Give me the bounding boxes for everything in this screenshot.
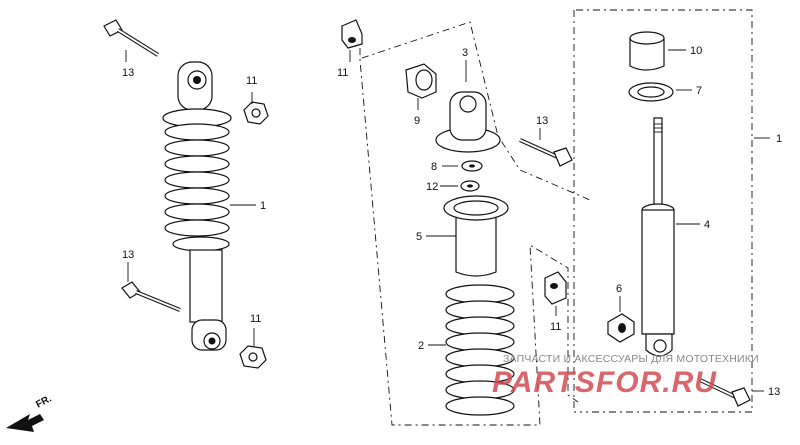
bushing-10 [629, 31, 665, 71]
bushing-6 [607, 313, 635, 343]
callout-9: 9 [414, 115, 420, 127]
callout-11-center-top: 11 [337, 67, 348, 79]
nut-11-bottom-left [239, 345, 267, 369]
front-direction-arrow-icon [6, 414, 44, 432]
callout-5: 5 [416, 231, 422, 243]
callout-13-center: 13 [536, 115, 548, 127]
bolt-13-center [519, 138, 573, 167]
callout-1-left: 1 [260, 200, 266, 212]
spring-coils-left [164, 123, 230, 237]
washer-12 [460, 180, 480, 192]
nut-11-center-mid [544, 271, 567, 305]
callout-13-top-left: 13 [122, 67, 134, 79]
callout-6: 6 [616, 283, 622, 295]
callout-2: 2 [418, 340, 424, 352]
group-boundary-center [359, 48, 579, 426]
bolt-13-top-left [103, 19, 160, 57]
spring-2 [445, 284, 515, 416]
washer-7 [628, 82, 674, 102]
callout-3: 3 [462, 47, 468, 59]
damper-4 [641, 117, 675, 357]
callout-11-bottom-left: 11 [250, 313, 261, 325]
bolt-13-mid-left [121, 281, 181, 312]
nut-11-center-top [341, 19, 363, 49]
callout-13-bottom-right: 13 [768, 386, 780, 398]
callout-11-center-mid: 11 [550, 321, 561, 333]
callout-4: 4 [704, 219, 710, 231]
front-direction-label: FR. [34, 393, 54, 410]
dust-cover-5 [443, 195, 509, 277]
callout-11-top-left: 11 [246, 75, 257, 87]
nut-11-top-left [243, 101, 269, 125]
bushing-9 [405, 63, 437, 99]
group-boundary-right [573, 10, 578, 413]
watermark-logo: PARTSFOR.RU [492, 366, 717, 399]
bolt-13-bottom-right [699, 378, 751, 407]
callout-8: 8 [431, 161, 437, 173]
callout-7: 7 [696, 85, 702, 97]
watermark-caption: ЗАПЧАСТИ И АКСЕССУАРЫ ДЛЯ МОТОТЕХНИКИ [503, 353, 759, 365]
callout-13-mid-left: 13 [122, 249, 134, 261]
washer-8 [461, 160, 483, 172]
upper-mount-3 [435, 91, 501, 153]
callout-12: 12 [426, 181, 438, 193]
shock-absorber-assembly [162, 61, 232, 351]
callout-10: 10 [690, 45, 702, 57]
callout-1-right: 1 [776, 133, 782, 145]
